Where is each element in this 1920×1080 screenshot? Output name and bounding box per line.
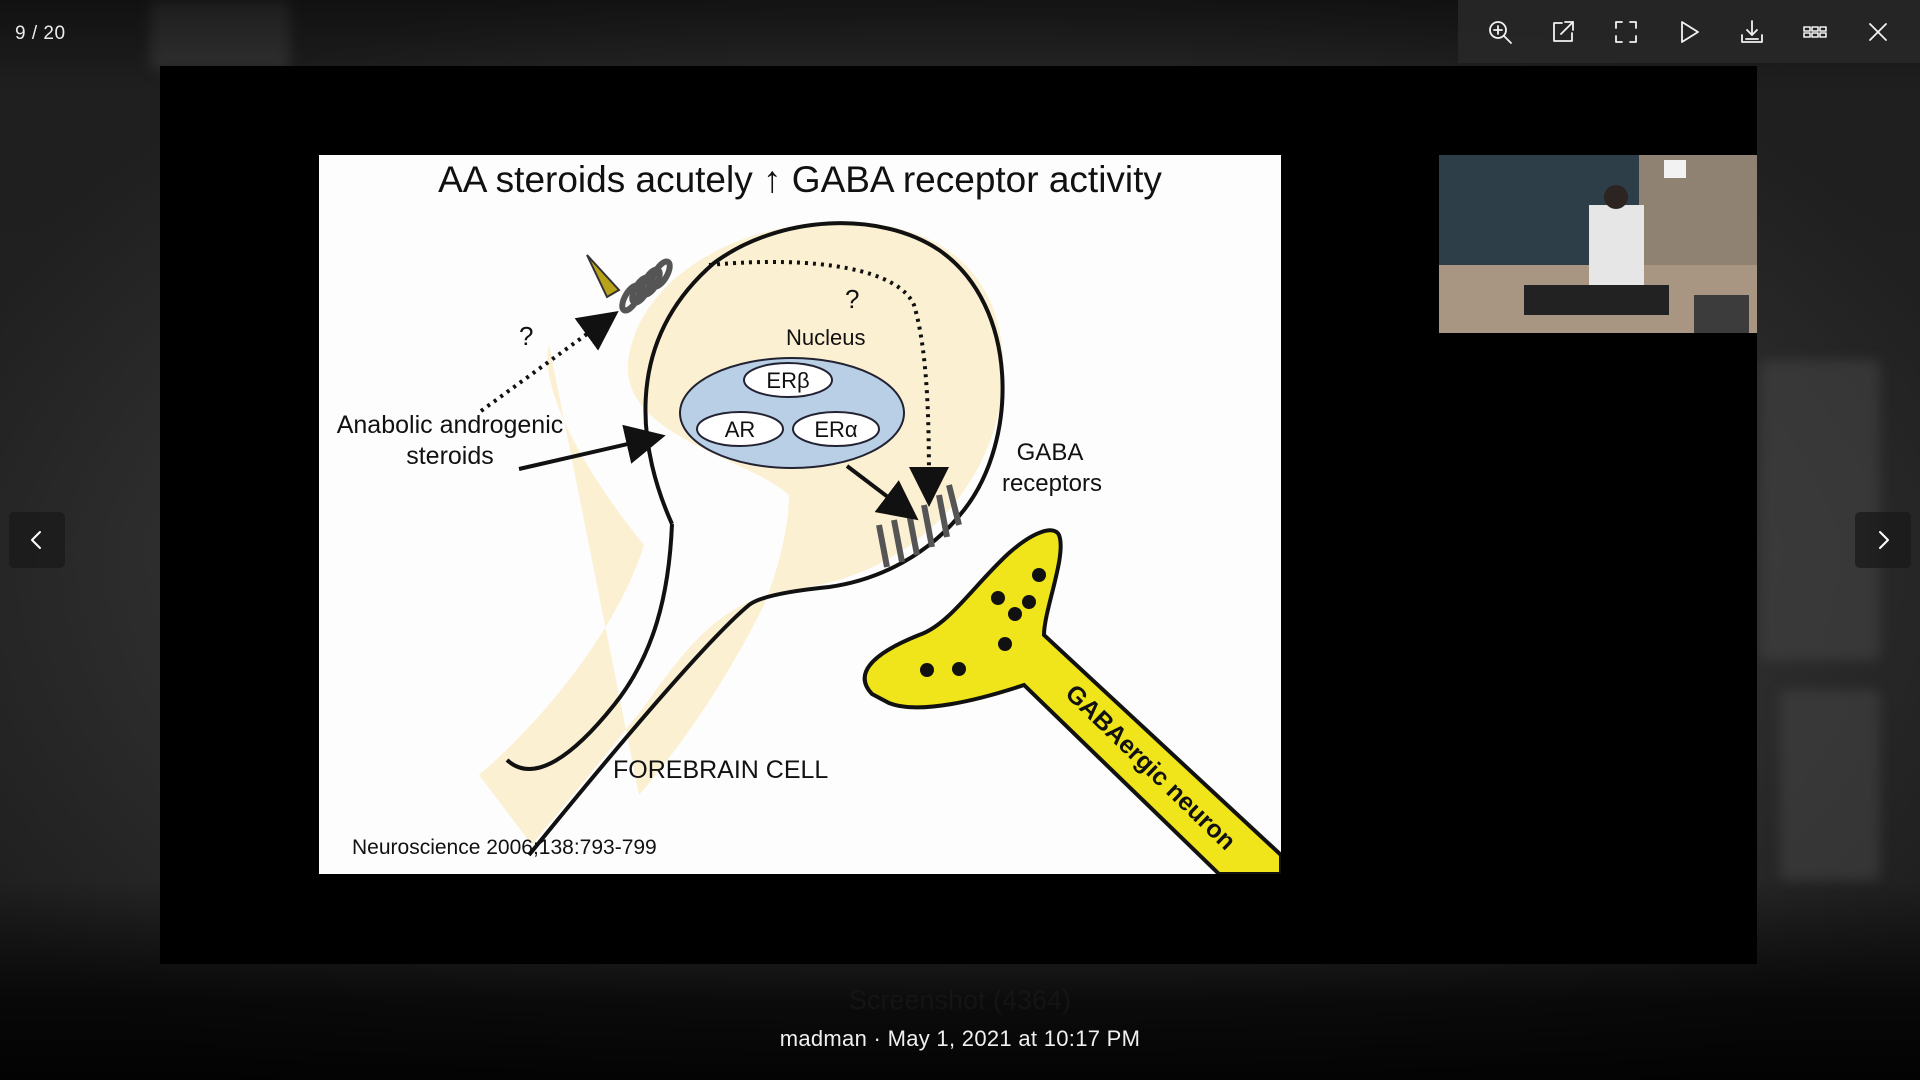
nucleus-arrow bbox=[845, 464, 919, 521]
vesicles bbox=[920, 568, 1046, 677]
gaba-receptors-line2: receptors bbox=[1002, 470, 1102, 497]
zoom-in-icon bbox=[1488, 20, 1512, 44]
citation: Neuroscience 2006;138:793-799 bbox=[352, 836, 657, 859]
play-slideshow-icon bbox=[1681, 20, 1699, 43]
cell-outline bbox=[527, 221, 1005, 857]
bg-thumbnail bbox=[150, 0, 290, 70]
ligand bbox=[586, 254, 621, 299]
steroids-label-line1: Anabolic androgenic bbox=[337, 411, 564, 439]
webcam-thumbnail bbox=[1439, 155, 1757, 333]
gabaergic-neuron-label: GABAergic neuron bbox=[1060, 679, 1241, 855]
membrane-receptor bbox=[619, 258, 673, 314]
gabaergic-neuron bbox=[862, 528, 1281, 874]
steroid-arrow bbox=[518, 424, 666, 471]
image-metadata: madman · May 1, 2021 at 10:17 PM bbox=[779, 1026, 1141, 1051]
download-button[interactable] bbox=[1728, 8, 1776, 56]
forebrain-cell-body bbox=[479, 221, 1004, 846]
image-counter: 9 / 20 bbox=[15, 23, 66, 44]
nucleus-label: Nucleus bbox=[786, 325, 865, 350]
er-alpha-label: ERα bbox=[814, 417, 858, 442]
close-button[interactable] bbox=[1854, 8, 1902, 56]
ar-oval bbox=[696, 411, 784, 447]
chevron-left-icon bbox=[31, 531, 41, 549]
download-icon bbox=[1741, 19, 1764, 43]
slide-title: AA steroids acutely ↑ GABA receptor acti… bbox=[438, 159, 1162, 200]
zoom-button[interactable] bbox=[1476, 8, 1524, 56]
steroids-label-line2: steroids bbox=[406, 442, 494, 470]
question-left: ? bbox=[519, 321, 533, 351]
gaba-receptor-cluster bbox=[876, 484, 962, 568]
ar-label: AR bbox=[725, 417, 756, 442]
fullscreen-icon bbox=[1614, 20, 1637, 43]
image-viewer: AA steroids acutely ↑ GABA receptor acti… bbox=[160, 66, 1757, 964]
slideshow-button[interactable] bbox=[1665, 8, 1713, 56]
gaba-receptors-line1: GABA bbox=[1017, 439, 1084, 466]
slide-diagram: AA steroids acutely ↑ GABA receptor acti… bbox=[337, 159, 1281, 874]
previous-image-button[interactable] bbox=[9, 512, 65, 568]
thumbnails-button[interactable] bbox=[1791, 8, 1839, 56]
presentation-slide: AA steroids acutely ↑ GABA receptor acti… bbox=[319, 155, 1281, 874]
dotted-arrow-left bbox=[479, 310, 619, 413]
open-external-icon bbox=[1552, 20, 1574, 42]
viewer-toolbar bbox=[1458, 0, 1920, 63]
image-caption: Screenshot (4364) bbox=[848, 985, 1072, 1015]
webcam-scene bbox=[1439, 155, 1757, 333]
next-image-button[interactable] bbox=[1855, 512, 1911, 568]
close-icon bbox=[1869, 22, 1888, 41]
question-right: ? bbox=[845, 284, 859, 314]
er-alpha-oval bbox=[792, 411, 880, 447]
chevron-right-icon bbox=[1879, 531, 1889, 549]
fullscreen-button[interactable] bbox=[1602, 8, 1650, 56]
dotted-arrow-right bbox=[708, 259, 949, 507]
thumbnails-grid-icon bbox=[1803, 25, 1828, 38]
bg-thumbnail bbox=[1760, 360, 1880, 660]
forebrain-cell-label: FOREBRAIN CELL bbox=[613, 756, 828, 784]
open-external-button[interactable] bbox=[1539, 8, 1587, 56]
er-beta-oval bbox=[743, 362, 833, 398]
bg-thumbnail bbox=[1780, 690, 1880, 880]
cell-outline-left bbox=[505, 523, 674, 771]
er-beta-label: ERβ bbox=[766, 368, 809, 393]
